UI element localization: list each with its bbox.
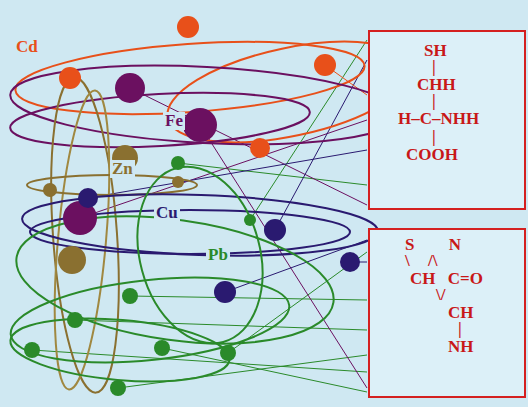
pb-dot bbox=[220, 345, 236, 361]
formula-box: S N\ /\CH C=O\/CH|NH bbox=[368, 228, 526, 398]
leader-line bbox=[250, 40, 367, 220]
zn-orbit bbox=[45, 88, 119, 391]
element-label: Zn bbox=[110, 160, 135, 178]
formula-line: CHH bbox=[417, 76, 456, 94]
element-label: Cd bbox=[14, 38, 40, 56]
formula-line: NH bbox=[448, 338, 474, 356]
formula-line: | bbox=[432, 58, 436, 76]
atom-dots bbox=[24, 16, 360, 396]
cd-dot bbox=[314, 54, 336, 76]
cd-dot bbox=[177, 16, 199, 38]
formula-line: H–C–NHH bbox=[398, 110, 479, 128]
cd-dot bbox=[250, 138, 270, 158]
formula-box: SH|CHH|H–C–NHH|COOH bbox=[368, 30, 526, 210]
fe-orbit bbox=[8, 57, 401, 153]
cu-dot bbox=[78, 188, 98, 208]
zn-orbit bbox=[42, 75, 128, 395]
element-label: Cu bbox=[154, 204, 180, 222]
pb-orbit bbox=[119, 153, 281, 358]
zn-dot bbox=[172, 176, 184, 188]
cu-dot bbox=[340, 252, 360, 272]
fe-dot bbox=[183, 108, 217, 142]
element-label: Pb bbox=[206, 246, 230, 264]
formula-line: COOH bbox=[406, 146, 458, 164]
formula-line: \/ bbox=[436, 286, 445, 304]
pb-dot bbox=[244, 214, 256, 226]
leader-line bbox=[75, 320, 367, 330]
pb-dot bbox=[110, 380, 126, 396]
pb-dot bbox=[171, 156, 185, 170]
cu-dot bbox=[214, 281, 236, 303]
pb-dot bbox=[24, 342, 40, 358]
fe-dot bbox=[115, 73, 145, 103]
leader-line bbox=[275, 60, 367, 230]
cd-dot bbox=[59, 67, 81, 89]
pb-dot bbox=[122, 288, 138, 304]
formula-line: | bbox=[458, 320, 462, 338]
pb-orbit bbox=[8, 311, 232, 390]
pb-dot bbox=[154, 340, 170, 356]
leader-line bbox=[130, 296, 367, 300]
cu-dot bbox=[264, 219, 286, 241]
element-label: Fe bbox=[163, 112, 185, 130]
zn-dot bbox=[58, 246, 86, 274]
zn-dot bbox=[43, 183, 57, 197]
formula-line: CH C=O bbox=[410, 270, 483, 288]
formula-line: | bbox=[432, 128, 436, 146]
pb-orbit bbox=[8, 198, 342, 361]
pb-dot bbox=[67, 312, 83, 328]
formula-line: \ /\ bbox=[405, 252, 437, 270]
formula-line: | bbox=[432, 92, 436, 110]
